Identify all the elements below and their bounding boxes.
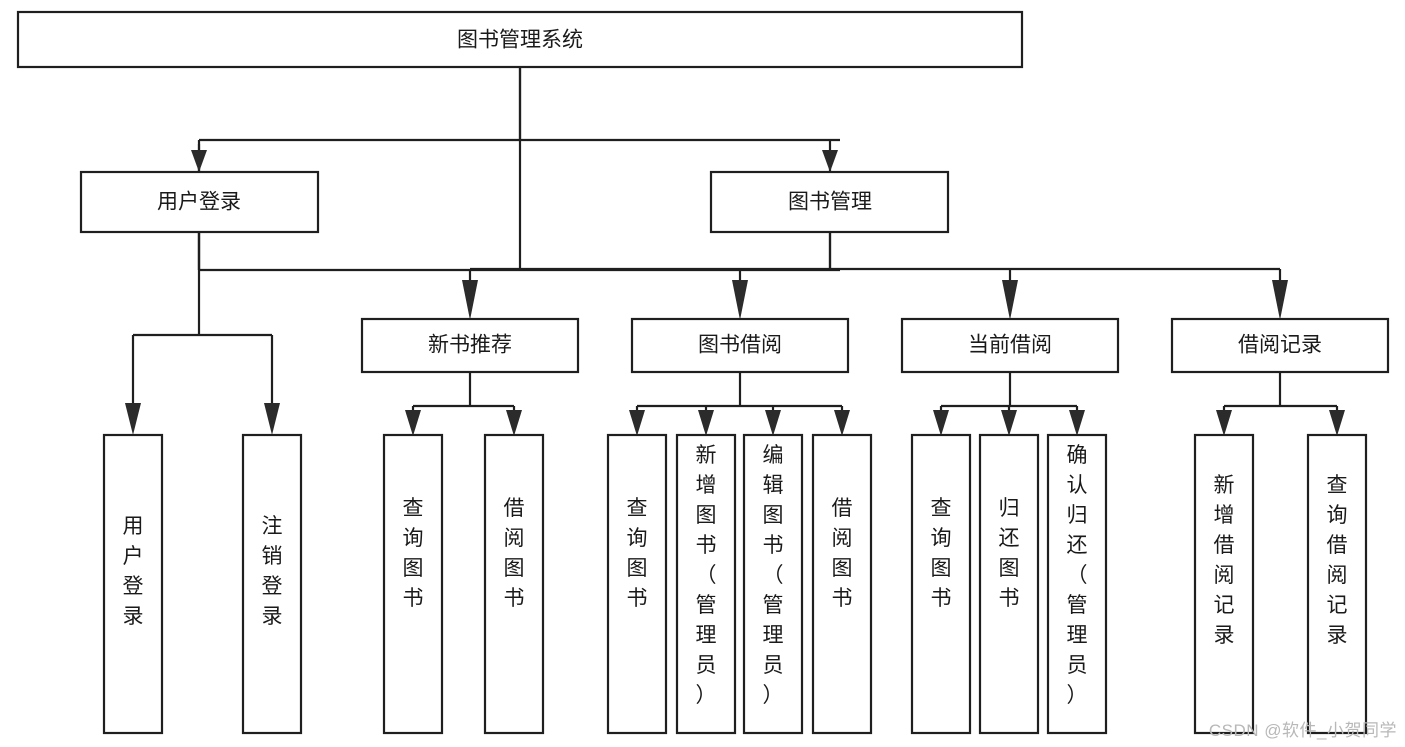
leaf-add-record-label: 新增借阅记录 [1214,474,1235,647]
arrowhead-bookborrow [732,280,748,320]
leaf-query-book-3[interactable]: 查询图书 [910,433,972,735]
arrowhead-leaf-borrow-book-1 [506,410,522,436]
leaf-logout-login-box[interactable] [241,433,303,735]
node-book-manage[interactable]: 图书管理 [709,170,950,234]
leaf-add-record[interactable]: 新增借阅记录 [1193,433,1255,735]
leaf-query-book-3-box[interactable] [910,433,972,735]
leaf-query-record-label: 查询借阅记录 [1327,474,1348,647]
leaf-edit-book[interactable]: 编辑图书（管理员） [742,433,804,735]
leaf-confirm-return-box[interactable] [1046,433,1108,735]
node-new-book-rec-box[interactable] [360,317,580,374]
arrowhead-leaf-confirm-return [1069,410,1085,436]
leaf-query-record[interactable]: 查询借阅记录 [1306,433,1368,735]
node-book-borrow-label: 图书借阅 [698,334,782,357]
leaf-edit-book-box[interactable] [742,433,804,735]
arrowhead-leaf-edit-book [765,410,781,436]
leaf-query-record-box[interactable] [1306,433,1368,735]
leaf-logout-login[interactable]: 注销登录 [241,433,303,735]
node-book-manage-box[interactable] [709,170,950,234]
arrowhead-userlogin [191,150,207,172]
arrowhead-bookmanage [822,150,838,172]
node-user-login[interactable]: 用户登录 [79,170,320,234]
node-root-box[interactable] [16,10,1024,69]
leaf-query-book-1[interactable]: 查询图书 [382,433,444,735]
node-current-borrow-box[interactable] [900,317,1120,374]
node-current-borrow[interactable]: 当前借阅 [900,317,1120,374]
leaf-query-book-2[interactable]: 查询图书 [606,433,668,735]
leaf-query-book-2-box[interactable] [606,433,668,735]
leaf-confirm-return-label: 确认归还（管理员） [1067,444,1088,707]
node-new-book-rec-label: 新书推荐 [428,334,512,357]
leaf-borrow-book-1-label: 借阅图书 [504,497,525,610]
arrowhead-leaf-query-book-3 [933,410,949,436]
leaf-borrow-book-2-box[interactable] [811,433,873,735]
node-book-manage-label: 图书管理 [788,191,872,214]
node-user-login-box[interactable] [79,170,320,234]
leaf-borrow-book-2-label: 借阅图书 [832,497,853,610]
leaf-user-login-box[interactable] [102,433,164,735]
node-book-borrow[interactable]: 图书借阅 [630,317,850,374]
leaf-add-record-box[interactable] [1193,433,1255,735]
node-book-borrow-box[interactable] [630,317,850,374]
leaf-borrow-book-1-box[interactable] [483,433,545,735]
node-current-borrow-label: 当前借阅 [968,334,1052,357]
arrowhead-leaf-query-book-1 [405,410,421,436]
arrowhead-leaf-return-book [1001,410,1017,436]
arrowhead-leaf-query-book-2 [629,410,645,436]
arrowhead-leaf-query-record [1329,410,1345,436]
node-borrow-record[interactable]: 借阅记录 [1170,317,1390,374]
leaf-add-book-box[interactable] [675,433,737,735]
node-root[interactable]: 图书管理系统 [16,10,1024,69]
arrowhead-leaf-add-book [698,410,714,436]
leaf-add-book[interactable]: 新增图书（管理员） [675,433,737,735]
connector-layer [125,67,1345,436]
leaf-return-book-box[interactable] [978,433,1040,735]
arrowhead-leaf-add-record [1216,410,1232,436]
leaf-confirm-return[interactable]: 确认归还（管理员） [1046,433,1108,735]
leaf-return-book-label: 归还图书 [999,497,1020,610]
node-root-label: 图书管理系统 [457,29,583,52]
leaf-user-login[interactable]: 用户登录 [102,433,164,735]
leaf-query-book-3-label: 查询图书 [931,497,952,610]
leaf-return-book[interactable]: 归还图书 [978,433,1040,735]
leaf-add-book-label: 新增图书（管理员） [696,444,717,707]
leaf-borrow-book-2[interactable]: 借阅图书 [811,433,873,735]
node-new-book-rec[interactable]: 新书推荐 [360,317,580,374]
leaf-user-login-label: 用户登录 [123,515,144,628]
leaf-query-book-1-label: 查询图书 [403,497,424,610]
arrowhead-leaf-user-login [125,403,141,435]
leaf-query-book-2-label: 查询图书 [627,497,648,610]
node-borrow-record-box[interactable] [1170,317,1390,374]
arrowhead-leaf-borrow-book-2 [834,410,850,436]
arrowhead-leaf-logout-login [264,403,280,435]
arrowhead-borrowrecord [1272,280,1288,320]
csdn-watermark: CSDN @软件_小贺同学 [1208,721,1397,740]
leaf-edit-book-label: 编辑图书（管理员） [763,444,784,707]
arrowhead-currentborrow [1002,280,1018,320]
node-user-login-label: 用户登录 [157,191,241,214]
leaf-query-book-1-box[interactable] [382,433,444,735]
arrowhead-newbook [462,280,478,320]
leaf-borrow-book-1[interactable]: 借阅图书 [483,433,545,735]
node-borrow-record-label: 借阅记录 [1238,334,1322,357]
leaf-logout-login-label: 注销登录 [262,515,283,628]
